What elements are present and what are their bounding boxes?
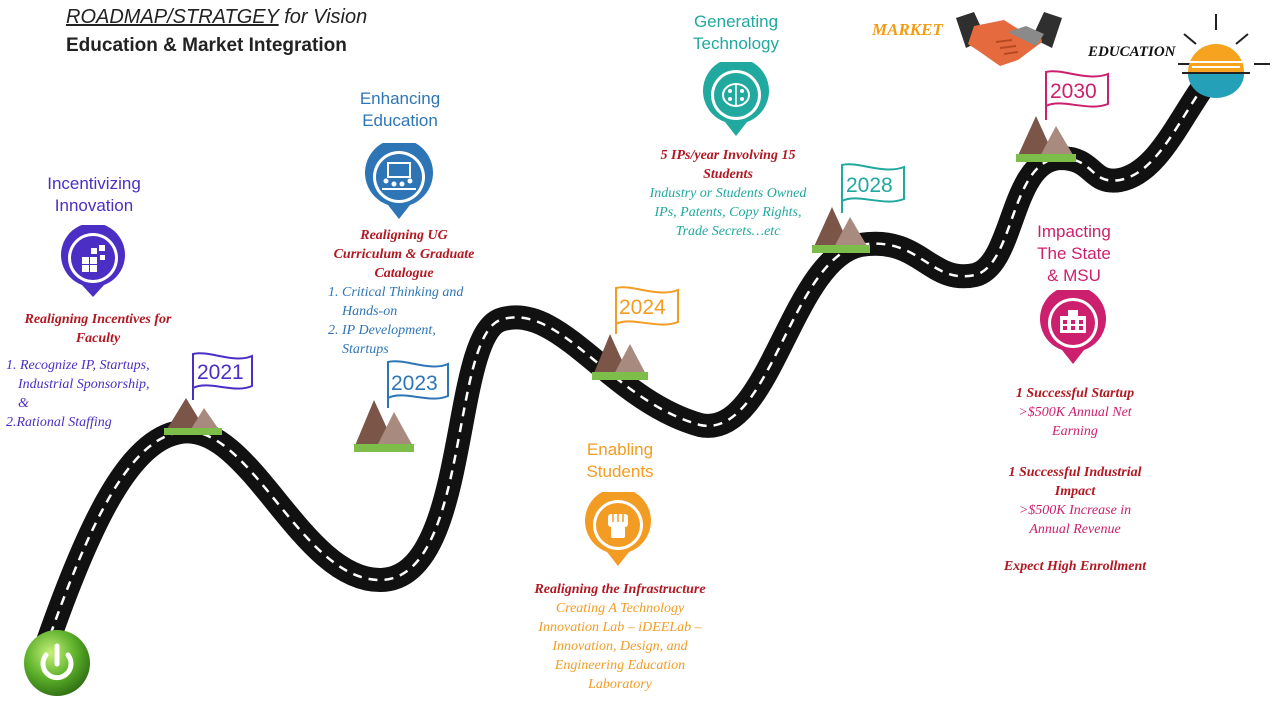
stage-heading: Realigning UG <box>360 228 448 243</box>
stage-heading: Expect High Enrollment <box>1003 559 1147 574</box>
sunrise-icon <box>1178 14 1270 98</box>
raised-fist-icon <box>585 492 651 566</box>
stage-title-line: Generating <box>693 12 779 31</box>
detail-line: Creating A Technology <box>555 601 685 616</box>
stage-enabling-details: Realigning the Infrastructure Creating A… <box>510 580 730 694</box>
year-label: 2024 <box>619 296 666 319</box>
title-rest: for Vision <box>278 6 368 28</box>
stage-enhancing-details: Realigning UG Curriculum & Graduate Cata… <box>318 226 490 359</box>
roadmap-title: ROADMAP/STRATGEY for Vision <box>66 6 367 29</box>
stage-title-line: Innovation <box>54 196 134 215</box>
stage-list: Critical Thinking and Hands-on IP Develo… <box>318 283 482 359</box>
stage-incentivizing-details: Realigning Incentives for Faculty 1. Rec… <box>0 310 196 432</box>
brain-circuit-icon <box>703 62 769 136</box>
stage-heading: Realigning the Infrastructure <box>534 582 706 597</box>
stage-heading: 1 Successful Industrial <box>1008 465 1142 480</box>
stage-generating-title: Generating Technology <box>676 11 796 55</box>
detail-line: Earning <box>1052 424 1098 439</box>
milestone-2024: 2024 <box>592 286 679 380</box>
power-icon[interactable] <box>22 628 92 698</box>
list-item: 1. Recognize IP, Startups, <box>6 358 150 373</box>
detail-line: Industry or Students Owned <box>649 186 807 201</box>
detail-line: Engineering Education <box>554 658 686 673</box>
detail-line: Innovation, Design, and <box>552 639 688 654</box>
title-underlined: ROADMAP/STRATGEY <box>66 6 279 28</box>
puzzle-pieces-icon <box>61 225 125 297</box>
stage-title-line: Education <box>362 111 438 130</box>
milestone-2021: 2021 <box>164 352 253 435</box>
milestone-2023: 2023 <box>354 360 449 452</box>
stage-impacting-title: Impacting The State & MSU <box>1014 221 1134 287</box>
stage-impacting-details: 1 Successful Startup >$500K Annual Net E… <box>980 384 1170 576</box>
list-item: Critical Thinking and Hands-on <box>342 283 482 321</box>
milestone-2030: 2030 <box>1016 70 1109 162</box>
stage-title-line: The State <box>1037 244 1111 263</box>
stage-heading: Students <box>703 167 753 182</box>
stage-title-line: Technology <box>692 34 779 53</box>
detail-line: Innovation Lab – iDEELab – <box>538 620 702 635</box>
year-label: 2023 <box>391 372 438 395</box>
education-label: EDUCATION <box>1088 44 1176 60</box>
list-item: & <box>18 396 29 411</box>
detail-line: >$500K Increase in <box>1018 503 1132 518</box>
stage-heading: Curriculum & Graduate <box>333 247 475 262</box>
stage-heading: Impact <box>1054 484 1096 499</box>
stage-incentivizing-title: Incentivizing Innovation <box>34 173 154 217</box>
milestone-2028: 2028 <box>812 163 905 253</box>
year-label: 2030 <box>1050 80 1097 103</box>
list-item: IP Development, Startups <box>342 321 482 359</box>
year-label: 2028 <box>846 174 893 197</box>
stage-title-line: Enabling <box>586 440 654 459</box>
detail-line: Trade Secrets…etc <box>675 224 781 239</box>
detail-line: >$500K Annual Net <box>1018 405 1132 420</box>
year-label: 2021 <box>197 361 244 384</box>
presentation-board-icon <box>365 143 433 219</box>
building-icon <box>1040 290 1106 364</box>
detail-line: Laboratory <box>588 677 652 692</box>
list-item: Industrial Sponsorship, <box>18 377 150 392</box>
stage-heading: 5 IPs/year Involving 15 <box>660 148 796 163</box>
stage-items: 1. Recognize IP, Startups, Industrial Sp… <box>0 356 196 432</box>
stage-heading: 1 Successful Startup <box>1015 386 1135 401</box>
stage-title-line: Students <box>586 462 654 481</box>
stage-title-line: & MSU <box>1047 266 1101 285</box>
detail-line: IPs, Patents, Copy Rights, <box>654 205 802 220</box>
list-item: 2.Rational Staffing <box>6 415 112 430</box>
stage-heading: Faculty <box>75 331 121 346</box>
stage-title-line: Incentivizing <box>47 174 141 193</box>
stage-title-line: Impacting <box>1037 222 1111 241</box>
stage-heading: Catalogue <box>374 266 434 281</box>
stage-enhancing-title: Enhancing Education <box>340 88 460 132</box>
stage-heading: Realigning Incentives for <box>24 312 172 327</box>
handshake-icon <box>956 12 1062 66</box>
detail-line: Annual Revenue <box>1029 522 1121 537</box>
stage-generating-details: 5 IPs/year Involving 15 Students Industr… <box>620 146 836 241</box>
market-label: MARKET <box>872 20 943 39</box>
stage-enabling-title: Enabling Students <box>560 439 680 483</box>
stage-title-line: Enhancing <box>359 89 441 108</box>
roadmap-subtitle: Education & Market Integration <box>66 35 347 56</box>
